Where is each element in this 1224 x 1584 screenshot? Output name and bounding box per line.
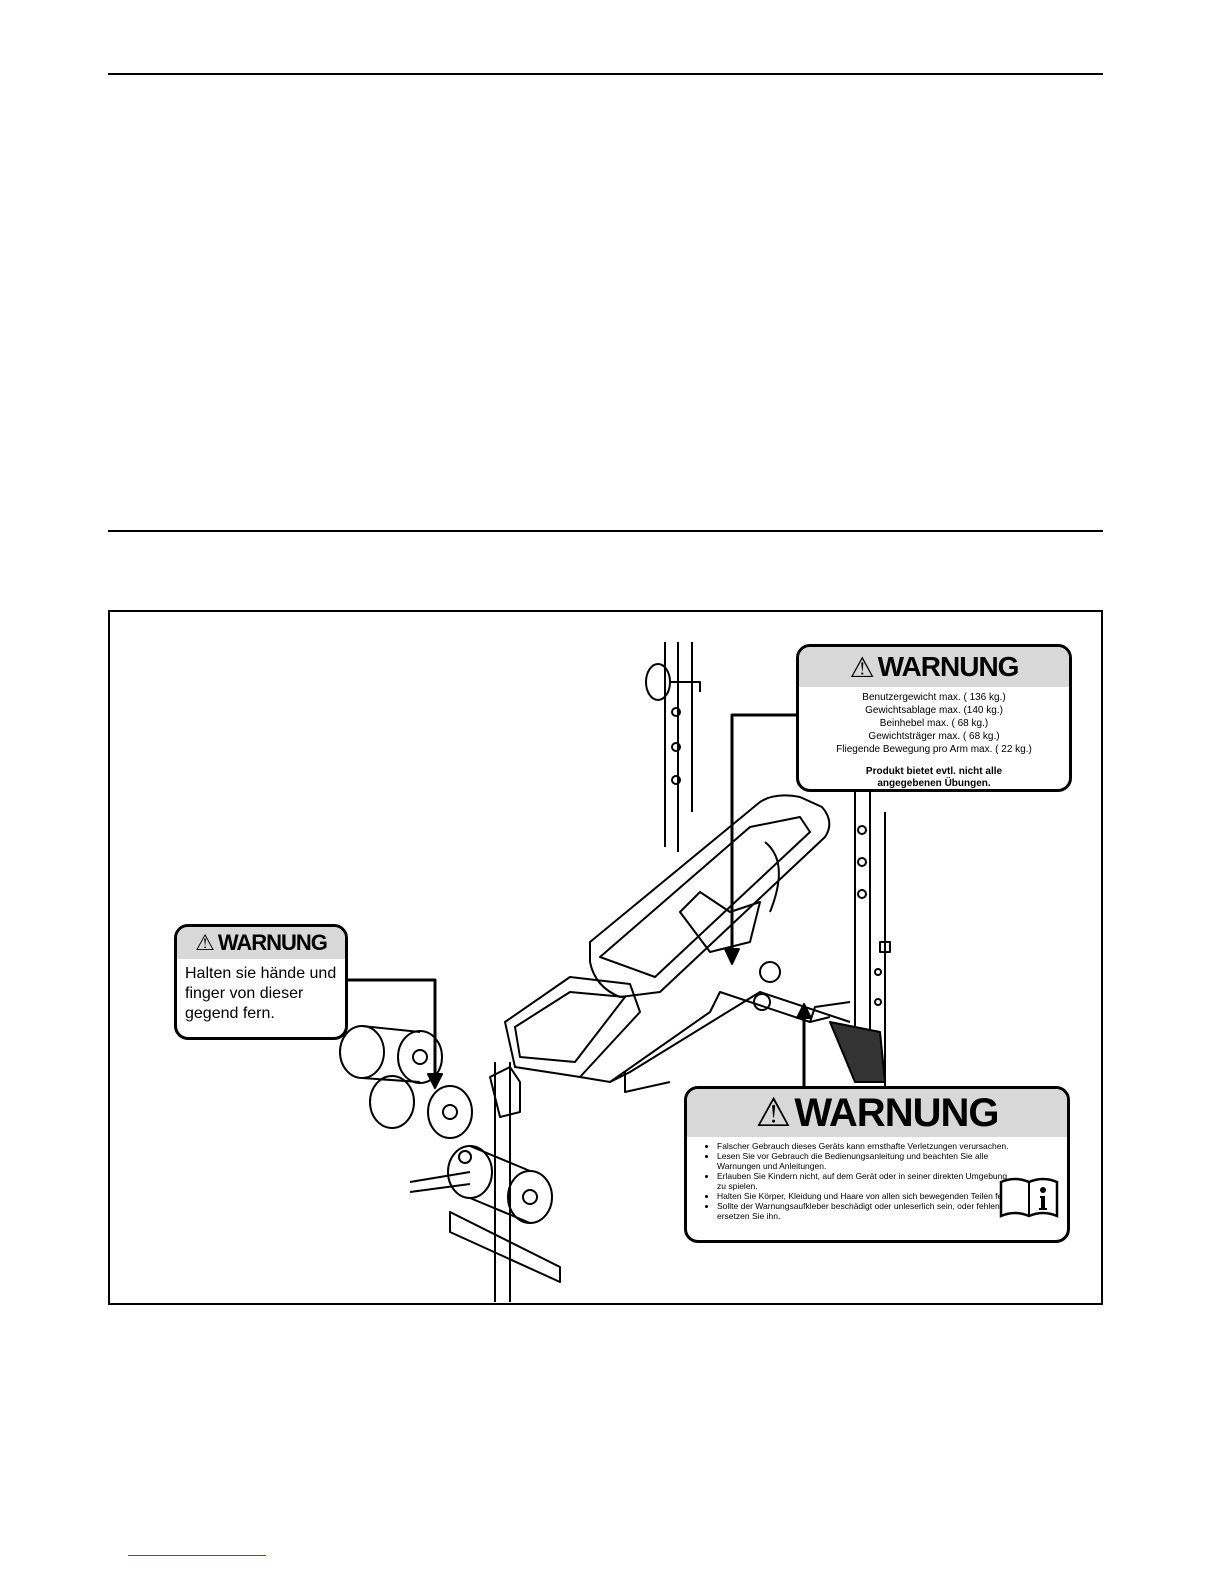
capacity-warning-header: ⚠ WARNUNG — [799, 647, 1069, 687]
warning-triangle-icon: ⚠ — [195, 930, 215, 955]
arrow-capacity — [730, 713, 796, 957]
general-warning-item: Erlauben Sie Kindern nicht, auf dem Gerä… — [717, 1171, 1017, 1191]
capacity-line: Gewichtsträger max. ( 68 kg.) — [868, 731, 1000, 742]
leg-developer — [494, 1062, 511, 1302]
general-warning-item: Lesen Sie vor Gebrauch die Bedienungsanl… — [717, 1151, 1017, 1171]
general-warning-item: Halten Sie Körper, Kleidung und Haare vo… — [717, 1191, 1017, 1201]
weight-bench-illustration — [339, 642, 891, 1302]
manual-info-icon — [999, 1177, 1059, 1218]
capacity-line: Fliegende Bewegung pro Arm max. ( 22 kg.… — [836, 744, 1032, 755]
arrow-hands — [348, 978, 437, 1082]
weight-horn-left — [645, 663, 671, 701]
warning-label-figure: ⚠ WARNUNG Benutzergewicht max. ( 136 kg.… — [108, 610, 1103, 1305]
foam-roller-upper — [339, 1025, 473, 1139]
general-warning-label: ⚠ WARNUNG Falscher Gebrauch dieses Gerät… — [684, 1086, 1070, 1243]
warning-triangle-icon: ⚠ — [755, 1091, 792, 1135]
capacity-warning-label: ⚠ WARNUNG Benutzergewicht max. ( 136 kg.… — [796, 644, 1072, 792]
left-upright — [664, 642, 693, 852]
hands-warning-header: ⚠ WARNUNG — [177, 927, 345, 959]
back-pad — [589, 794, 831, 998]
capacity-line: Beinhebel max. ( 68 kg.) — [879, 718, 989, 729]
top-divider — [108, 73, 1103, 75]
capacity-note: Produkt bietet evtl. nicht alle angegebe… — [865, 766, 1003, 789]
capacity-line: Benutzergewicht max. ( 136 kg.) — [862, 692, 1006, 703]
seat-pad — [504, 976, 641, 1078]
main-frame — [579, 991, 831, 1083]
warning-triangle-icon: ⚠ — [849, 651, 875, 683]
capacity-line: Gewichtsablage max. (140 kg.) — [865, 705, 1003, 716]
hands-warning-label: ⚠ WARNUNG Halten sie hände und finger vo… — [174, 924, 348, 1040]
adjust-knob — [759, 961, 781, 983]
general-warning-header: ⚠ WARNUNG — [687, 1089, 1067, 1137]
footer-link-underline — [128, 1555, 266, 1556]
section-divider — [108, 530, 1103, 532]
general-warning-item: Falscher Gebrauch dieses Geräts kann ern… — [717, 1141, 1017, 1151]
general-warning-item: Sollte der Warnungsaufkleber beschädigt … — [717, 1201, 1017, 1221]
foam-roller-lower — [447, 1145, 553, 1224]
